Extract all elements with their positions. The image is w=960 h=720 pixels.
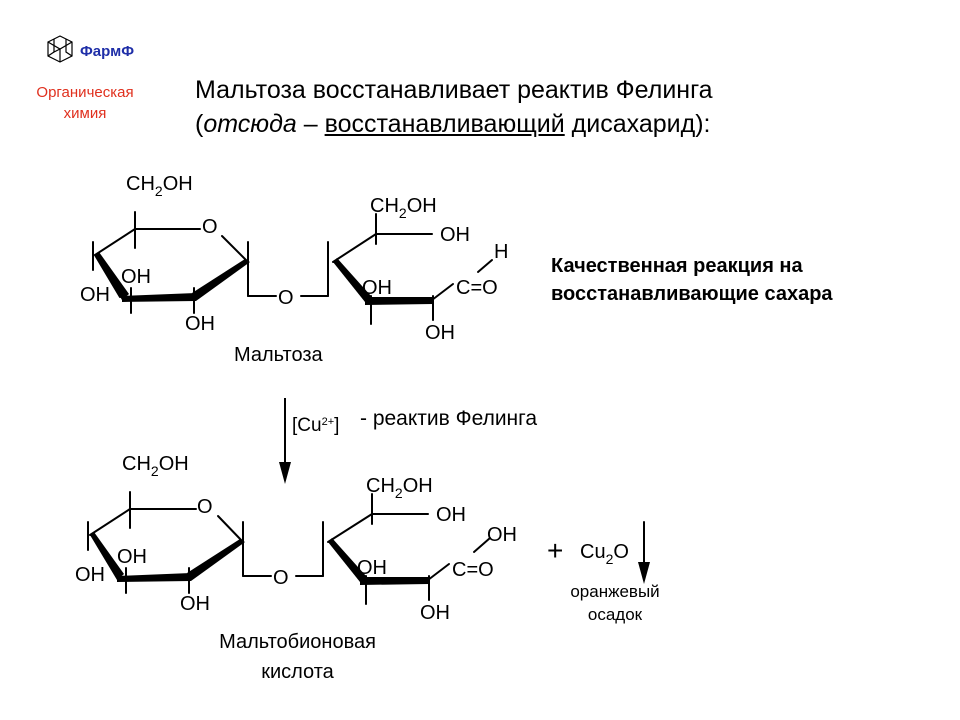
- reagent-formula: [Cu: [292, 415, 322, 436]
- acid-bold-bonds: [90, 532, 650, 585]
- acid-chain-ch2oh-label: CH: [366, 475, 395, 497]
- brand-subtitle: Органическая химия: [36, 84, 134, 122]
- acid-hydroxyl-bottom-label: OH: [180, 593, 210, 615]
- acid-hydroxyl-left-label: OH: [75, 564, 105, 586]
- acid-ch2oh-label: CH: [122, 453, 151, 475]
- precipitate-arrow-icon: [638, 562, 650, 584]
- cu2o-formula: Cu: [580, 541, 606, 563]
- svg-text:CH2OH: CH2OH: [122, 453, 189, 479]
- brand-name: ФармФ: [80, 43, 135, 60]
- acid-chain-oh-inner-label: OH: [357, 557, 387, 579]
- aldehyde-carbon-label: C: [456, 277, 470, 299]
- carboxyl-carbon-label: C: [452, 559, 466, 581]
- svg-text:CH2OH: CH2OH: [126, 173, 193, 199]
- reaction-arrow: [279, 398, 291, 484]
- ring-oxygen-label: O: [202, 216, 218, 238]
- svg-text:[Cu2+]: [Cu2+]: [292, 415, 339, 436]
- acid-bridge-oxygen-label: O: [273, 567, 289, 589]
- chain-ch2oh-label: CH: [370, 195, 399, 217]
- acid-chain-oh-top-label: OH: [436, 504, 466, 526]
- precipitate-label: оранжевый осадок: [570, 582, 660, 624]
- plus-sign: +: [547, 535, 563, 566]
- maltose-bold-bonds: [95, 252, 433, 305]
- chain-oh-inner-label: OH: [362, 277, 392, 299]
- hydroxyl-inner-label: OH: [121, 266, 151, 288]
- title-underlined-word: восстанавливающий: [324, 110, 565, 138]
- title-italic-word: отсюда: [203, 110, 297, 138]
- svg-text:C=O: C=O: [452, 559, 494, 581]
- ch2oh-label: CH: [126, 173, 155, 195]
- reagent-label: - реактив Фелинга: [360, 407, 538, 430]
- carboxyl-oh-label: OH: [487, 524, 517, 546]
- chain-oh-bottom-label: OH: [425, 322, 455, 344]
- hydroxyl-bottom-label: OH: [185, 313, 215, 335]
- acid-name: Мальтобионовая кислота: [219, 631, 376, 683]
- slide-title-line1: Мальтоза восстанавливает реактив Фелинга: [195, 76, 713, 104]
- chain-oh-top-label: OH: [440, 224, 470, 246]
- svg-text:CH2OH: CH2OH: [366, 475, 433, 501]
- acid-structure: [87, 491, 645, 605]
- svg-text:C=O: C=O: [456, 277, 498, 299]
- bridge-oxygen-label: O: [278, 287, 294, 309]
- svg-text:CH2OH: CH2OH: [370, 195, 437, 221]
- acid-hydroxyl-inner-label: OH: [117, 546, 147, 568]
- maltose-name: Мальтоза: [234, 344, 323, 366]
- acid-ring-oxygen-label: O: [197, 496, 213, 518]
- hydroxyl-left-label: OH: [80, 284, 110, 306]
- aldehyde-h-label: H: [494, 241, 508, 263]
- adamantane-logo-icon: [47, 35, 73, 63]
- svg-text:Cu2O: Cu2O: [580, 541, 629, 567]
- reaction-note: Качественная реакция на восстанавливающи…: [551, 255, 833, 305]
- slide-title-line2: (отсюда – восстанавливающий дисахарид):: [195, 110, 711, 138]
- acid-chain-oh-bottom-label: OH: [420, 602, 450, 624]
